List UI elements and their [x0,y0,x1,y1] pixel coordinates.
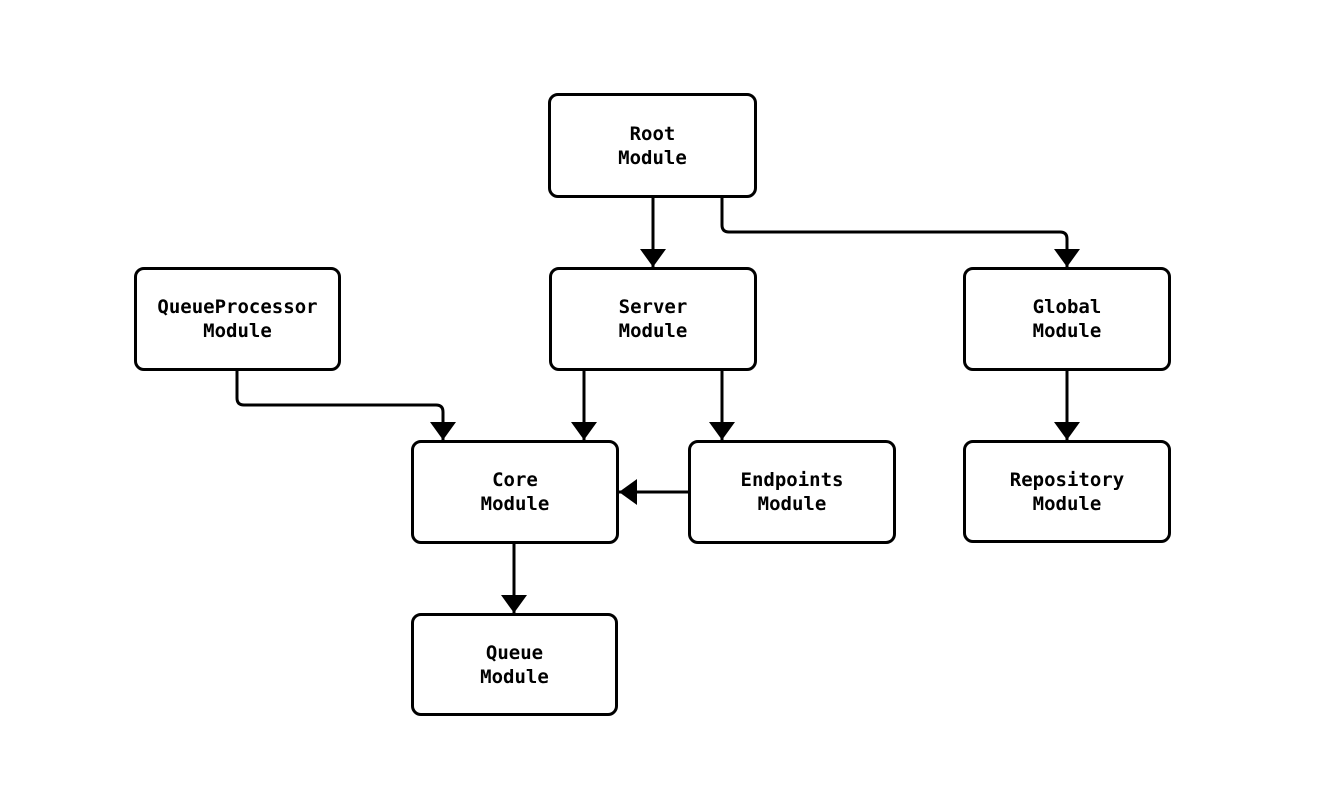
edge-root-module-to-global-module [720,198,1080,267]
node-queueprocessor-module: QueueProcessor Module [134,267,341,371]
node-label: Server Module [618,296,688,342]
node-core-module: Core Module [411,440,619,544]
edge-queueprocessor-module-to-core-module [235,371,456,440]
node-label: QueueProcessor Module [157,296,318,342]
node-global-module: Global Module [963,267,1171,371]
node-label: Queue Module [480,641,549,688]
node-endpoints-module: Endpoints Module [688,440,896,544]
node-label: Core Module [480,469,550,515]
node-label: Global Module [1032,296,1102,342]
node-repository-module: Repository Module [963,440,1171,543]
node-root-module: Root Module [548,93,757,198]
node-label: Root Module [618,122,687,169]
node-queue-module: Queue Module [411,613,618,716]
node-server-module: Server Module [549,267,757,371]
node-label: Repository Module [1009,468,1125,515]
node-label: Endpoints Module [740,469,844,515]
